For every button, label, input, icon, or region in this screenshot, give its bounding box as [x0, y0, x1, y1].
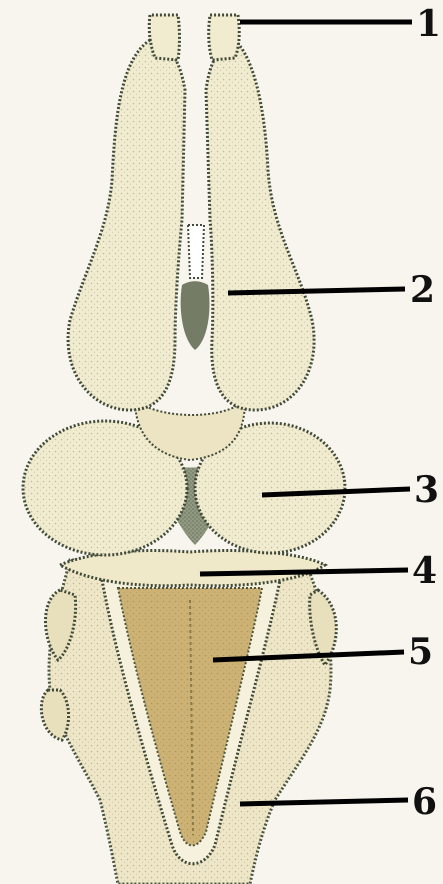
label-6: 6	[412, 784, 437, 820]
left-olfactory-lobe	[149, 15, 179, 60]
interhemispheric-notch	[188, 225, 204, 278]
label-1: 1	[416, 6, 441, 42]
label-2: 2	[410, 272, 435, 308]
label-4: 4	[412, 553, 437, 589]
right-olfactory-lobe	[209, 15, 240, 60]
label-3: 3	[414, 472, 439, 508]
left-lateral-lobe-lower	[41, 690, 68, 740]
interhemispheric-dark	[181, 281, 210, 350]
label-5: 5	[408, 634, 433, 670]
